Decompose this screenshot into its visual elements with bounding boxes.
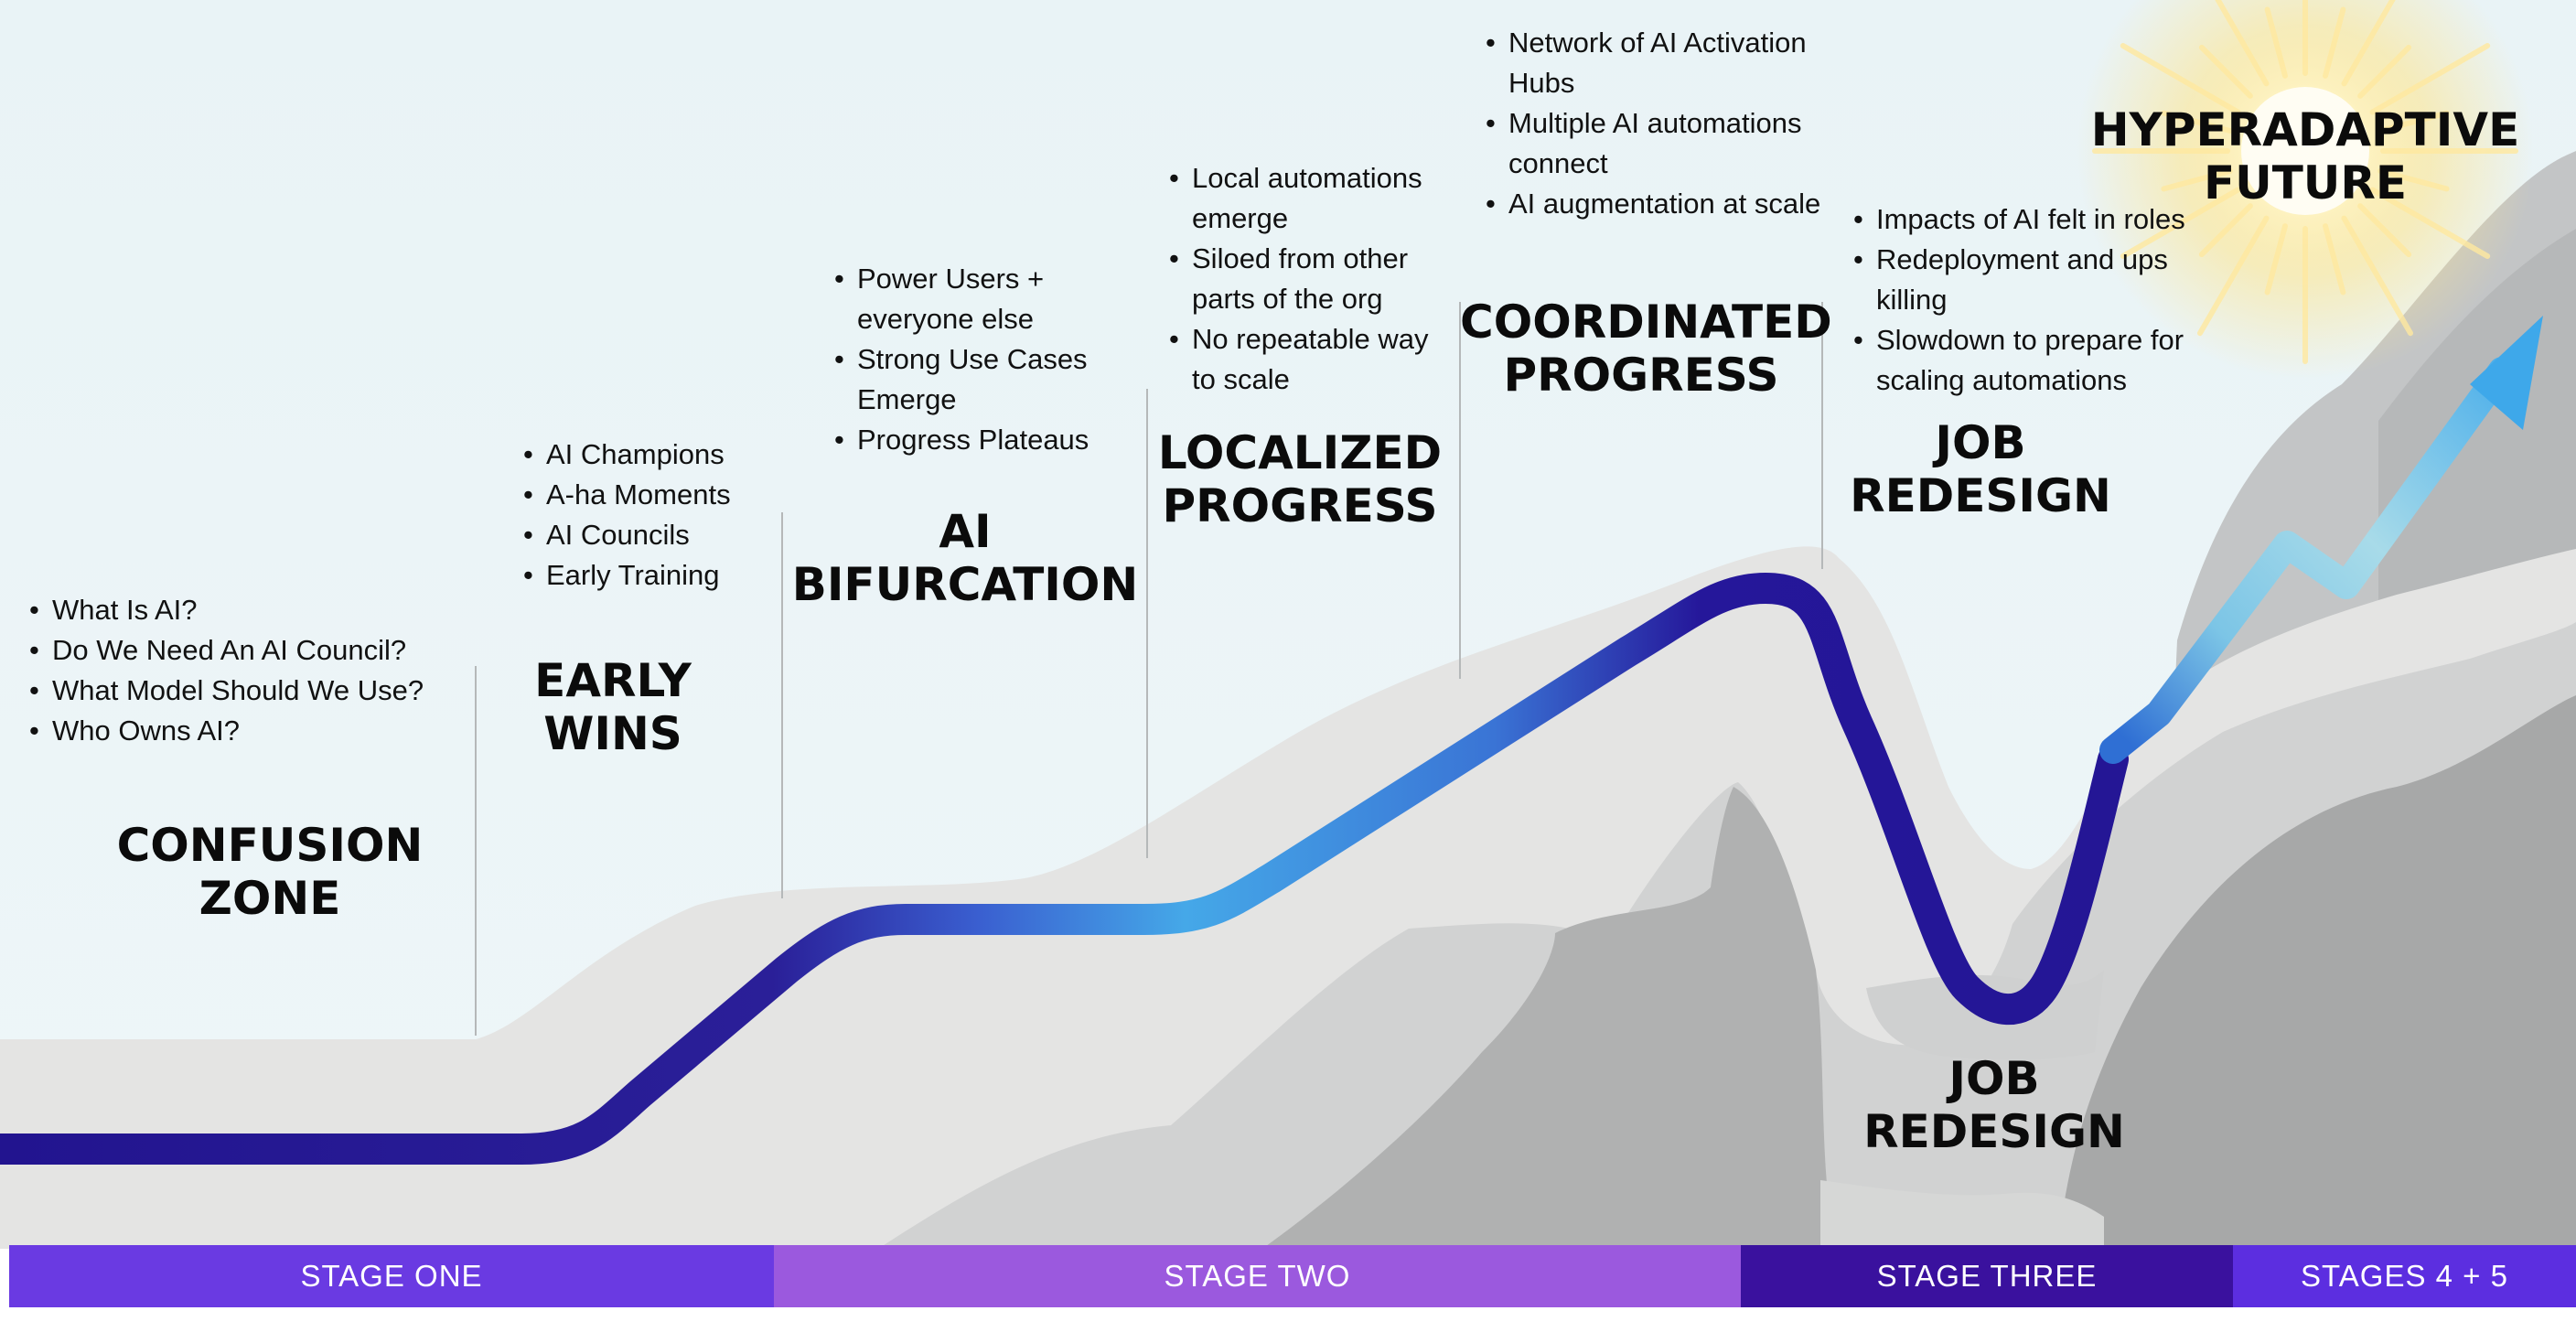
localized-bullet-item: Local automations emerge xyxy=(1167,158,1455,239)
confusion-zone-bullets: What Is AI?Do We Need An AI Council?What… xyxy=(27,590,476,751)
sun-ray xyxy=(2369,187,2491,259)
sun-ray xyxy=(2357,44,2412,99)
ai-bifurcation-title: AI BIFURCATION xyxy=(791,505,1139,611)
ai-bifurcation-bullets: Power Users + everyone elseStrong Use Ca… xyxy=(832,259,1134,460)
confusion-zone-title: CONFUSION ZONE xyxy=(116,819,424,925)
sun-ray xyxy=(2341,0,2396,87)
sun-ray xyxy=(2198,203,2253,258)
jobredesign-bullet-item: Slowdown to prepare for scaling automati… xyxy=(1852,320,2208,401)
sun-ray xyxy=(2197,215,2270,337)
sun-ray xyxy=(2377,167,2450,192)
job-redesign-bullets: Impacts of AI felt in rolesRedeployment … xyxy=(1852,199,2208,401)
bifurcation-bullet-item: Power Users + everyone else xyxy=(832,259,1134,339)
sun-ray xyxy=(2161,110,2233,134)
jobredesign-bullet-item: Redeployment and ups killing xyxy=(1852,240,2208,320)
bifurcation-bullet-item: Strong Use Cases Emerge xyxy=(832,339,1134,420)
arrow-head xyxy=(2470,316,2543,430)
early-bullet-item: Early Training xyxy=(521,555,787,596)
valley-job-redesign-label: JOB REDESIGN xyxy=(1863,1052,2125,1158)
confusion-bullet-item: What Is AI? xyxy=(27,590,476,630)
hyperadaptive-future-title: HYPERADAPTIVE FUTURE xyxy=(2090,103,2520,210)
confusion-bullet-item: What Model Should We Use? xyxy=(27,671,476,711)
early-bullet-item: A-ha Moments xyxy=(521,475,787,515)
confusion-bullet-item: Do We Need An AI Council? xyxy=(27,630,476,671)
sun-ray xyxy=(2341,215,2413,337)
cliff-right-dark xyxy=(2058,695,2576,1249)
journey-path xyxy=(0,573,2129,1165)
coordinated-progress-title: COORDINATED PROGRESS xyxy=(1460,295,1832,402)
sun-ray xyxy=(2264,6,2289,79)
job-redesign-title: JOB REDESIGN xyxy=(1850,416,2111,522)
sun-ray xyxy=(2198,44,2253,99)
early-bullet-item: AI Councils xyxy=(521,515,787,555)
localized-progress-bullets: Local automations emergeSiloed from othe… xyxy=(1167,158,1455,400)
sun-ray xyxy=(2369,43,2491,115)
sun-ray xyxy=(2357,203,2412,258)
coordinated-bullet-item: Network of AI Activation Hubs xyxy=(1484,23,1831,103)
stage-one-bar: STAGE ONE xyxy=(9,1245,774,1307)
early-bullet-item: AI Champions xyxy=(521,435,787,475)
sun-ray xyxy=(2161,167,2233,192)
sun-ray xyxy=(2322,223,2346,295)
localized-progress-title: LOCALIZED PROGRESS xyxy=(1157,426,1443,532)
sun xyxy=(2241,87,2369,215)
confusion-bullet-item: Who Owns AI? xyxy=(27,711,476,751)
sun-ray xyxy=(2120,43,2241,115)
growth-arrow xyxy=(2099,357,2516,764)
sun-ray xyxy=(2377,110,2450,134)
sun-rays xyxy=(2092,0,2518,364)
stages-four-five-bar: STAGES 4 + 5 xyxy=(2233,1245,2576,1307)
coordinated-bullet-item: AI augmentation at scale xyxy=(1484,184,1831,224)
valley-floor xyxy=(1820,1180,2104,1249)
stage-two-bar: STAGE TWO xyxy=(774,1245,1741,1307)
sun-ray xyxy=(2264,223,2289,295)
early-wins-title: EARLY WINS xyxy=(534,654,692,760)
bifurcation-bullet-item: Progress Plateaus xyxy=(832,420,1134,460)
localized-bullet-item: Siloed from other parts of the org xyxy=(1167,239,1455,319)
coordinated-progress-bullets: Network of AI Activation HubsMultiple AI… xyxy=(1484,23,1831,224)
cliff-left-dark xyxy=(1262,787,1839,1249)
early-wins-bullets: AI ChampionsA-ha MomentsAI CouncilsEarly… xyxy=(521,435,787,596)
coordinated-bullet-item: Multiple AI automations connect xyxy=(1484,103,1831,184)
jobredesign-bullet-item: Impacts of AI felt in roles xyxy=(1852,199,2208,240)
sun-ray xyxy=(2215,0,2270,87)
localized-bullet-item: No repeatable way to scale xyxy=(1167,319,1455,400)
stage-three-bar: STAGE THREE xyxy=(1741,1245,2233,1307)
sun-ray xyxy=(2322,6,2346,79)
